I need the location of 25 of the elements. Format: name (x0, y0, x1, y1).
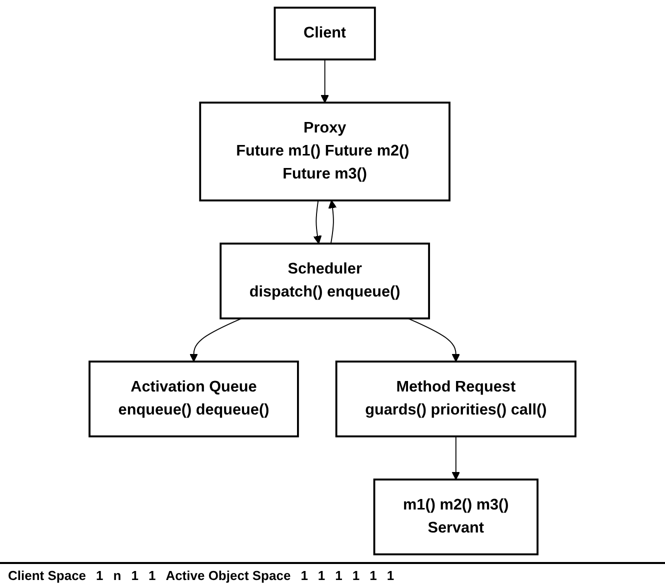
arrow (313, 200, 322, 244)
multiplicity-label: 1 (96, 568, 104, 583)
arrow (452, 436, 460, 480)
node-box (274, 6, 376, 60)
arrow (190, 318, 242, 362)
arrow (320, 58, 330, 103)
multiplicity-label: 1 (131, 568, 138, 583)
multiplicity-label: 1 (352, 568, 360, 583)
arrow (407, 318, 460, 362)
multiplicity-label: 1 (300, 568, 308, 583)
node-box (373, 478, 538, 556)
multiplicity-label: n (113, 568, 122, 583)
multiplicity-label: 1 (318, 568, 326, 583)
node-box (220, 242, 430, 320)
node-box (199, 102, 450, 202)
multiplicity-label: 1 (148, 568, 156, 583)
multiplicity-label: 1 (335, 568, 342, 583)
arrow (328, 200, 337, 244)
multiplicity-label: 1 (370, 568, 377, 583)
node-box (335, 360, 576, 438)
region-label: Client Space (8, 568, 86, 583)
region-label: Active Object Space (166, 568, 291, 583)
node-box (88, 360, 299, 438)
multiplicity-label: 1 (386, 568, 394, 583)
class-diagram: Client Proxy Future m1() Future m2() Future m3() m1() m2() m3() Servant Scheduler dispatch() enqueue() Activation Queue enqueue() dequeue() Method Request guards() priorities() call() (0, 0, 665, 562)
